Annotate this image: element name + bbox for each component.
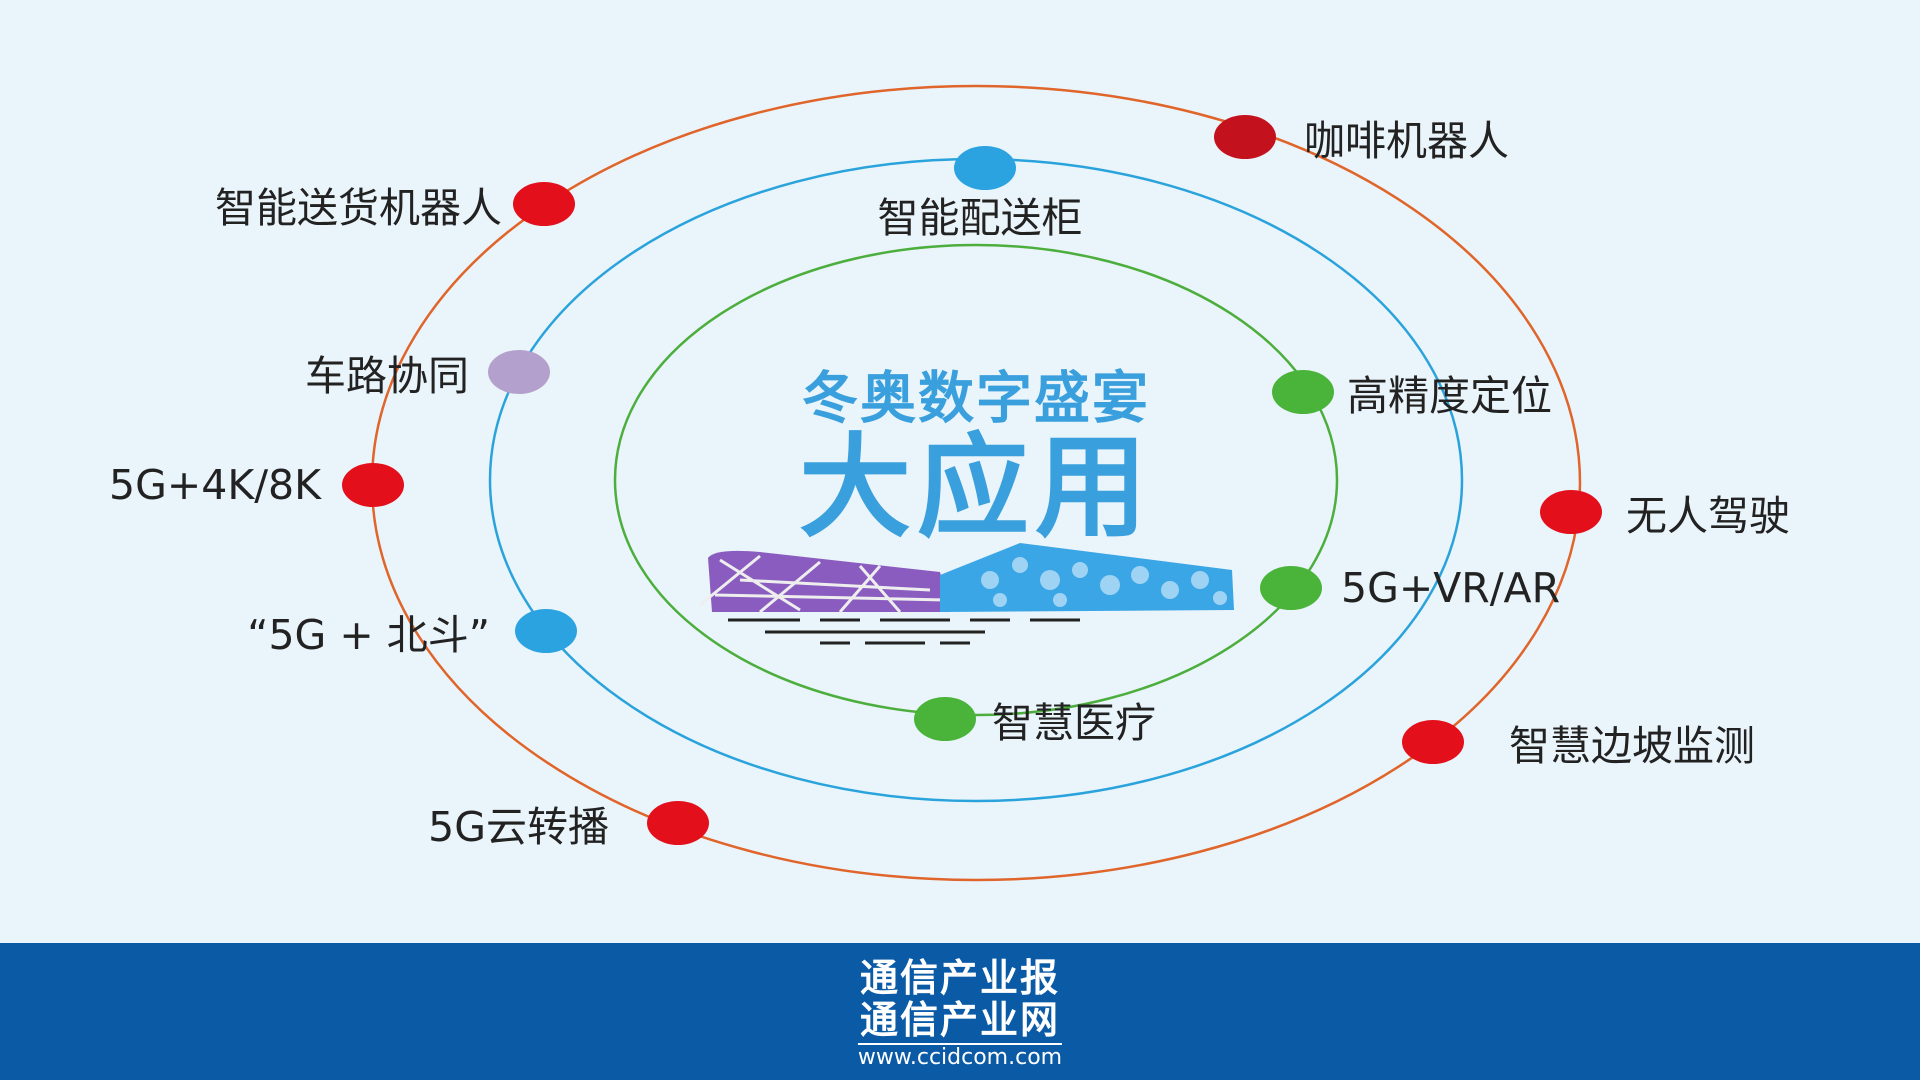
node-label-smart-locker: 智能配送柜 [877,194,1083,242]
node-label-autonomous: 无人驾驶 [1626,492,1790,540]
node-label-slope: 智慧边坡监测 [1509,722,1755,770]
node-dot-vr-ar [1260,566,1322,610]
title-line1: 冬奥数字盛宴 [802,366,1150,432]
inner-ring [613,243,1339,717]
node-label-4k8k: 5G+4K/8K [109,461,321,509]
node-dot-slope [1402,720,1464,764]
node-dot-medical [914,697,976,741]
olympic-venues-illustration [699,543,1234,645]
node-dot-cloud-broadcast [647,801,709,845]
node-label-beidou: “5G + 北斗” [247,611,490,659]
node-dot-positioning [1272,370,1334,414]
node-label-delivery-robot: 智能送货机器人 [215,184,502,232]
title-line2: 大应用 [799,423,1153,553]
logo-line1: 通信产业报 [859,956,1060,1000]
node-label-medical: 智慧医疗 [992,699,1156,747]
node-label-vr-ar: 5G+VR/AR [1341,564,1561,612]
node-dot-beidou [515,609,577,653]
node-dot-autonomous [1540,490,1602,534]
node-dot-smart-locker [954,146,1016,190]
node-dot-coffee-robot [1214,115,1276,159]
node-label-coffee-robot: 咖啡机器人 [1304,117,1509,165]
node-label-cloud-broadcast: 5G云转播 [428,803,609,851]
node-dot-delivery-robot [513,182,575,226]
node-dot-4k8k [342,463,404,507]
logo-line2: 通信产业网 [859,998,1060,1042]
publisher-logo: 通信产业报 通信产业网 www.ccidcom.com [857,956,1063,1070]
node-dot-vehicle-road [488,350,550,394]
footer-bar: 通信产业报 通信产业网 www.ccidcom.com [0,943,1920,1080]
logo-url: www.ccidcom.com [857,1043,1063,1070]
node-label-vehicle-road: 车路协同 [305,352,469,400]
node-label-positioning: 高精度定位 [1347,372,1552,420]
